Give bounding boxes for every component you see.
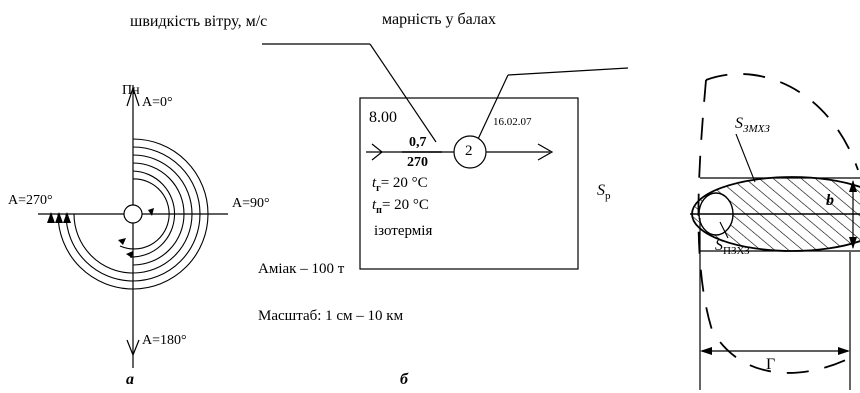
wind-arc-4 <box>73 154 193 274</box>
s-pzhz-subscript: ПЗХЗ <box>723 245 750 258</box>
west-triangle-1 <box>47 212 55 223</box>
air-subscript: г <box>376 183 381 194</box>
possible-zone-boundary-upper <box>705 73 859 171</box>
soil-subscript: п <box>376 205 382 216</box>
b-arrow-top <box>849 180 857 192</box>
wind-rose <box>38 85 228 368</box>
cloudiness-leader-h <box>507 67 629 76</box>
azimuth-90-label: A=90° <box>232 196 270 211</box>
wind-direction-value: 270 <box>407 155 428 170</box>
inner-arrow-3 <box>126 251 133 258</box>
s-pzhz-label: SПЗХЗ <box>715 238 750 257</box>
s-pzhz-symbol: S <box>715 237 723 254</box>
chemical-note: Аміак – 100 т <box>258 261 345 277</box>
s-zmhz-label: SЗМХЗ <box>735 116 770 135</box>
observation-time: 8.00 <box>369 109 397 126</box>
azimuth-270-label: A=270° <box>8 193 53 208</box>
inner-arrow-1 <box>148 208 154 216</box>
wind-arc-6 <box>57 138 209 290</box>
cloudiness-callout: марність у балах <box>382 11 496 28</box>
weather-box <box>359 97 579 270</box>
wind-arc-1 <box>119 178 170 250</box>
s-p-symbol: S <box>597 182 605 199</box>
t-symbol-air: t <box>372 175 377 191</box>
wind-arc-5 <box>65 146 201 282</box>
wind-arc-2 <box>129 170 176 258</box>
wind-vector-arrowhead <box>537 143 554 161</box>
soil-temperature-value: = 20 °C <box>381 197 429 213</box>
zone-diagram <box>690 73 860 390</box>
s-zmhz-leader <box>735 133 756 183</box>
weather-callouts <box>262 43 629 153</box>
south-arrowhead <box>126 339 140 357</box>
cloudiness-circle <box>453 135 487 169</box>
soil-temperature: tп= 20 °C <box>372 198 429 216</box>
north-arrowhead <box>126 86 140 107</box>
scale-note: Масштаб: 1 см – 10 км <box>258 308 404 324</box>
west-triangle-3 <box>63 212 71 223</box>
wind-speed-callout: швидкість вітру, м/с <box>130 13 268 30</box>
caption-a: а <box>126 371 134 388</box>
t-symbol-soil: t <box>372 197 377 213</box>
g-label: Г <box>766 356 776 373</box>
air-temperature: tг= 20 °C <box>372 176 428 194</box>
north-label: Пн <box>122 83 140 98</box>
s-zmhz-symbol: S <box>735 115 743 132</box>
possible-zone-boundary <box>697 79 851 374</box>
s-zmhz-subscript: ЗМХЗ <box>743 123 770 136</box>
west-triangle-2 <box>55 212 63 223</box>
wind-arc-3 <box>132 162 185 266</box>
g-arrow-right <box>838 347 850 355</box>
s-p-label: Sр <box>597 183 611 202</box>
stability-class: ізотермія <box>374 223 433 239</box>
observation-date: 16.02.07 <box>493 116 532 128</box>
b-arrow-bottom <box>849 237 857 249</box>
wind-tail <box>371 143 383 161</box>
center-circle <box>123 204 143 224</box>
s-pzhz-leader <box>719 221 729 239</box>
azimuth-0-label: A=0° <box>142 95 173 110</box>
inner-arrow-2 <box>118 238 126 245</box>
g-arrow-left <box>700 347 712 355</box>
azimuth-180-label: A=180° <box>142 333 187 348</box>
s-p-subscript: р <box>605 190 611 203</box>
wind-speed-leader-d <box>369 43 437 143</box>
cloudiness-index: 2 <box>465 143 473 159</box>
caption-b: б <box>400 371 408 388</box>
b-label: b <box>826 192 834 209</box>
wind-speed-value: 0,7 <box>409 135 427 150</box>
air-temperature-value: = 20 °C <box>380 175 428 191</box>
